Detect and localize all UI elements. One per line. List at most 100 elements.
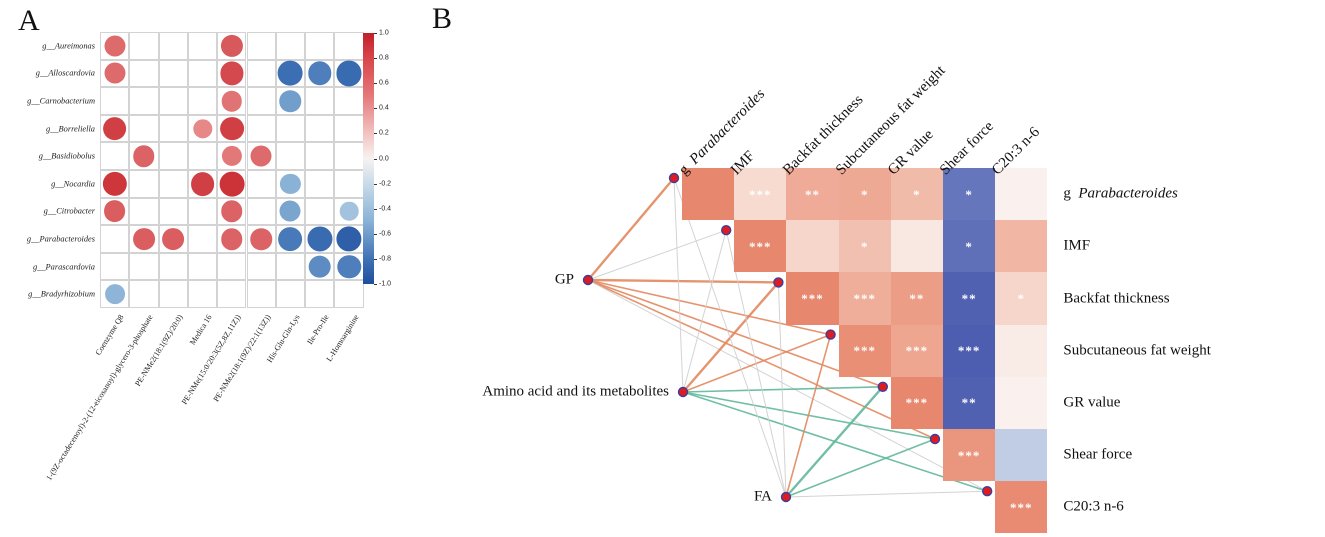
mantel-edge xyxy=(587,279,831,336)
mantel-edge xyxy=(587,278,779,284)
colorbar-tick-label: 0.4 xyxy=(379,104,389,112)
matrix-cell xyxy=(334,87,364,115)
correlation-bubble xyxy=(221,228,243,250)
matrix-cell xyxy=(217,59,247,88)
correlation-bubble xyxy=(336,226,362,252)
matrix-cell xyxy=(275,197,306,226)
variable-node xyxy=(877,381,888,392)
column-label-text: PE-NMe(15:0/20:3(5Z,8Z,11Z)) xyxy=(180,313,243,407)
heatmap-cell: *** xyxy=(838,272,891,325)
colorbar-tick-label: -0.8 xyxy=(379,255,392,263)
row-label: g__Nocardia xyxy=(51,179,95,189)
matrix-cell xyxy=(275,114,306,143)
column-label-text: 1-(9Z-octadecenoyl)-2-(12-eicosanoyl)-gl… xyxy=(44,313,156,483)
matrix-cell xyxy=(187,87,218,115)
correlation-bubble xyxy=(221,200,243,223)
heatmap-cell: *** xyxy=(943,324,996,377)
correlation-bubble xyxy=(339,202,359,221)
heatmap-cell: *** xyxy=(890,376,943,429)
matrix-cell xyxy=(100,252,130,281)
matrix-cell xyxy=(217,170,247,198)
heatmap-cell: * xyxy=(943,220,996,273)
mantel-edge xyxy=(587,279,936,440)
heatmap-cell: *** xyxy=(838,324,891,377)
colorbar-tick-label: -0.6 xyxy=(379,230,392,238)
matrix-cell xyxy=(100,280,130,308)
matrix-cell xyxy=(275,59,306,88)
correlation-bubble xyxy=(280,173,301,194)
matrix-cell xyxy=(305,170,335,198)
correlation-bubble xyxy=(279,90,302,112)
heatmap-cell: ** xyxy=(786,168,839,221)
heatmap-cell: * xyxy=(943,168,996,221)
correlation-bubble xyxy=(103,200,126,223)
matrix-cell xyxy=(129,114,159,143)
matrix-cell xyxy=(275,142,306,170)
heatmap-cell xyxy=(890,220,943,273)
matrix-cell xyxy=(217,114,247,143)
matrix-cell xyxy=(217,197,247,226)
matrix-cell xyxy=(246,225,276,253)
variable-node xyxy=(721,224,732,236)
colorbar-tick-mark xyxy=(374,33,377,34)
colorbar-tick-mark xyxy=(374,208,377,210)
heatmap-cell xyxy=(995,429,1048,482)
matrix-cell xyxy=(129,170,159,198)
metabolite-group-node xyxy=(780,491,792,503)
matrix-cell xyxy=(158,170,188,198)
colorbar-tick-mark xyxy=(374,158,377,160)
correlation-bubble xyxy=(250,145,272,167)
correlation-bubble xyxy=(104,284,125,305)
matrix-cell xyxy=(129,142,159,170)
correlation-bubble xyxy=(133,145,155,167)
network-node-label: FA xyxy=(753,488,772,505)
colorbar-tick-mark xyxy=(374,284,377,285)
row-label: g__Borreliella xyxy=(45,124,95,134)
heatmap-cell xyxy=(995,168,1048,221)
correlation-bubble xyxy=(336,60,362,86)
correlation-bubble xyxy=(102,171,127,196)
matrix-cell xyxy=(158,142,188,170)
network-node-label: GP xyxy=(554,271,574,288)
panel-b-letter: B xyxy=(432,2,453,35)
matrix-cell xyxy=(305,32,335,60)
mantel-network xyxy=(582,172,993,503)
mantel-edge xyxy=(587,279,988,492)
matrix-cell xyxy=(334,170,364,198)
matrix-cell xyxy=(334,32,364,60)
correlation-bubble xyxy=(104,35,126,57)
matrix-cell xyxy=(305,197,335,226)
matrix-cell xyxy=(275,87,306,115)
metabolite-group-node xyxy=(582,274,594,286)
colorbar-tick-label: 0.8 xyxy=(379,54,389,62)
matrix-cell xyxy=(100,59,130,88)
correlation-bubble xyxy=(308,61,332,86)
matrix-cell xyxy=(100,87,130,115)
matrix-cell xyxy=(158,32,188,60)
matrix-cell xyxy=(129,59,159,88)
variable-node xyxy=(668,172,680,184)
heatmap-cell: *** xyxy=(890,324,943,377)
row-label: g__Basidiobolus xyxy=(38,151,95,161)
mantel-edge xyxy=(587,229,727,281)
matrix-cell xyxy=(246,87,276,115)
correlation-bubble xyxy=(219,116,244,141)
matrix-cell xyxy=(100,114,130,143)
colorbar-tick-mark xyxy=(374,183,377,185)
mantel-edge xyxy=(673,177,684,393)
heatmap-row-label: C20:3 n-6 xyxy=(1063,498,1124,515)
heatmap-cell xyxy=(995,376,1048,429)
correlation-bubble xyxy=(307,226,333,252)
correlation-bubble xyxy=(250,228,272,250)
matrix-cell xyxy=(246,197,276,226)
heatmap-row-label: Subcutaneous fat weight xyxy=(1063,342,1211,359)
matrix-cell xyxy=(217,87,247,115)
heatmap-row-label: g Parabacteroides xyxy=(1063,185,1178,202)
matrix-cell xyxy=(305,114,335,143)
matrix-cell xyxy=(217,280,247,308)
matrix-cell xyxy=(217,225,247,253)
colorbar-tick-mark xyxy=(374,58,377,60)
variable-node xyxy=(773,277,784,288)
matrix-cell xyxy=(129,280,159,308)
